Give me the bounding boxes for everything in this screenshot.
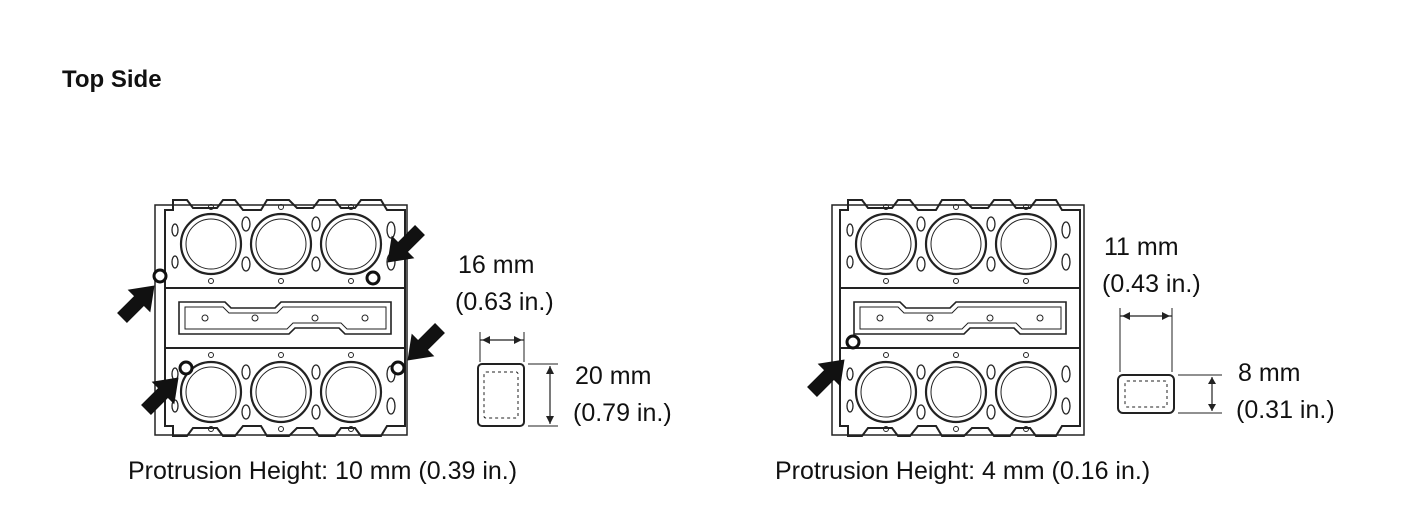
right-gasket-illustration bbox=[831, 198, 1085, 438]
ring-dowel-pin-icon bbox=[845, 334, 861, 350]
right-valley-gasket bbox=[839, 287, 1081, 349]
left-valley-gasket bbox=[164, 287, 406, 349]
left-dowel-pin-detail bbox=[477, 332, 558, 427]
right-side-dimension-mm: 8 mm bbox=[1238, 359, 1301, 387]
right-protrusion-caption: Protrusion Height: 4 mm (0.16 in.) bbox=[775, 457, 1151, 485]
left-side-dimension-in: (0.79 in.) bbox=[573, 399, 672, 427]
left-side-dimension-mm: 20 mm bbox=[575, 362, 652, 390]
left-lower-bank bbox=[163, 346, 407, 438]
left-gasket-illustration bbox=[154, 198, 408, 438]
right-upper-bank bbox=[838, 198, 1082, 290]
right-top-dimension-in: (0.43 in.) bbox=[1102, 270, 1201, 298]
section-title: Top Side bbox=[62, 66, 162, 93]
right-dowel-pin-detail bbox=[1117, 308, 1222, 414]
right-side-dimension-in: (0.31 in.) bbox=[1236, 396, 1335, 424]
left-top-dimension-mm: 16 mm bbox=[458, 251, 535, 279]
right-top-dimension-mm: 11 mm bbox=[1104, 233, 1179, 261]
right-lower-bank bbox=[838, 346, 1082, 438]
left-protrusion-caption: Protrusion Height: 10 mm (0.39 in.) bbox=[128, 457, 518, 485]
left-top-dimension-in: (0.63 in.) bbox=[455, 288, 554, 316]
ring-dowel-pin-icon bbox=[152, 268, 406, 376]
